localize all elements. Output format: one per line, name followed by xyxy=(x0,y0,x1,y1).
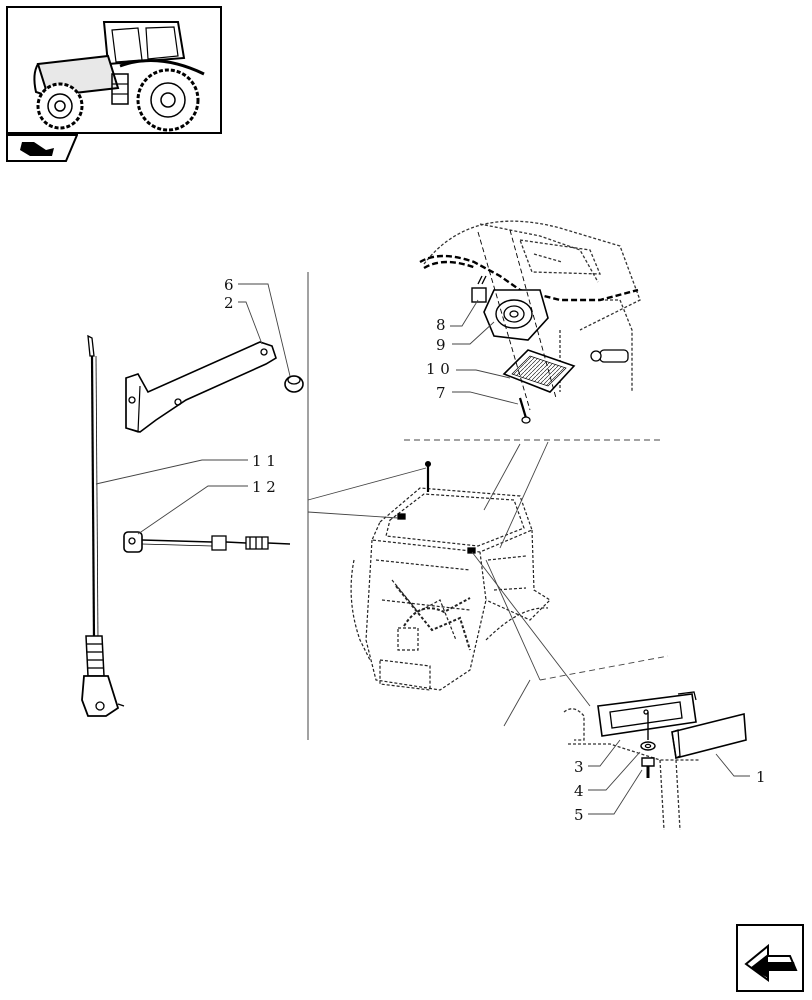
mounting-bracket xyxy=(597,691,697,737)
callout-9: 9 xyxy=(436,336,446,354)
callout-12: 1 2 xyxy=(252,478,276,496)
speaker-screw xyxy=(518,397,531,424)
next-page-arrow-icon[interactable] xyxy=(736,924,804,992)
callout-1: 1 xyxy=(756,768,766,786)
callout-11: 1 1 xyxy=(252,452,276,470)
callout-5: 5 xyxy=(574,806,584,824)
callout-4: 4 xyxy=(574,782,584,800)
callout-7: 7 xyxy=(436,384,446,402)
antenna-rod xyxy=(81,334,125,717)
cover-plate xyxy=(671,712,747,759)
speaker-housing xyxy=(483,289,549,341)
tractor-thumbnail-icon xyxy=(6,6,222,134)
callout-2: 2 xyxy=(224,294,234,312)
cab-overview xyxy=(350,487,551,691)
callout-6: 6 xyxy=(224,276,234,294)
antenna-bracket xyxy=(125,341,277,433)
washer xyxy=(640,741,656,751)
section-tab-icon xyxy=(6,134,79,166)
grommet xyxy=(284,375,304,393)
antenna-cable xyxy=(123,531,291,553)
callout-8: 8 xyxy=(436,316,446,334)
callout-10: 1 0 xyxy=(426,360,450,378)
speaker-grille xyxy=(502,349,576,393)
mounting-detail-background xyxy=(563,708,700,831)
bolt xyxy=(641,757,655,778)
speaker-connector xyxy=(471,275,487,303)
callout-3: 3 xyxy=(574,758,584,776)
